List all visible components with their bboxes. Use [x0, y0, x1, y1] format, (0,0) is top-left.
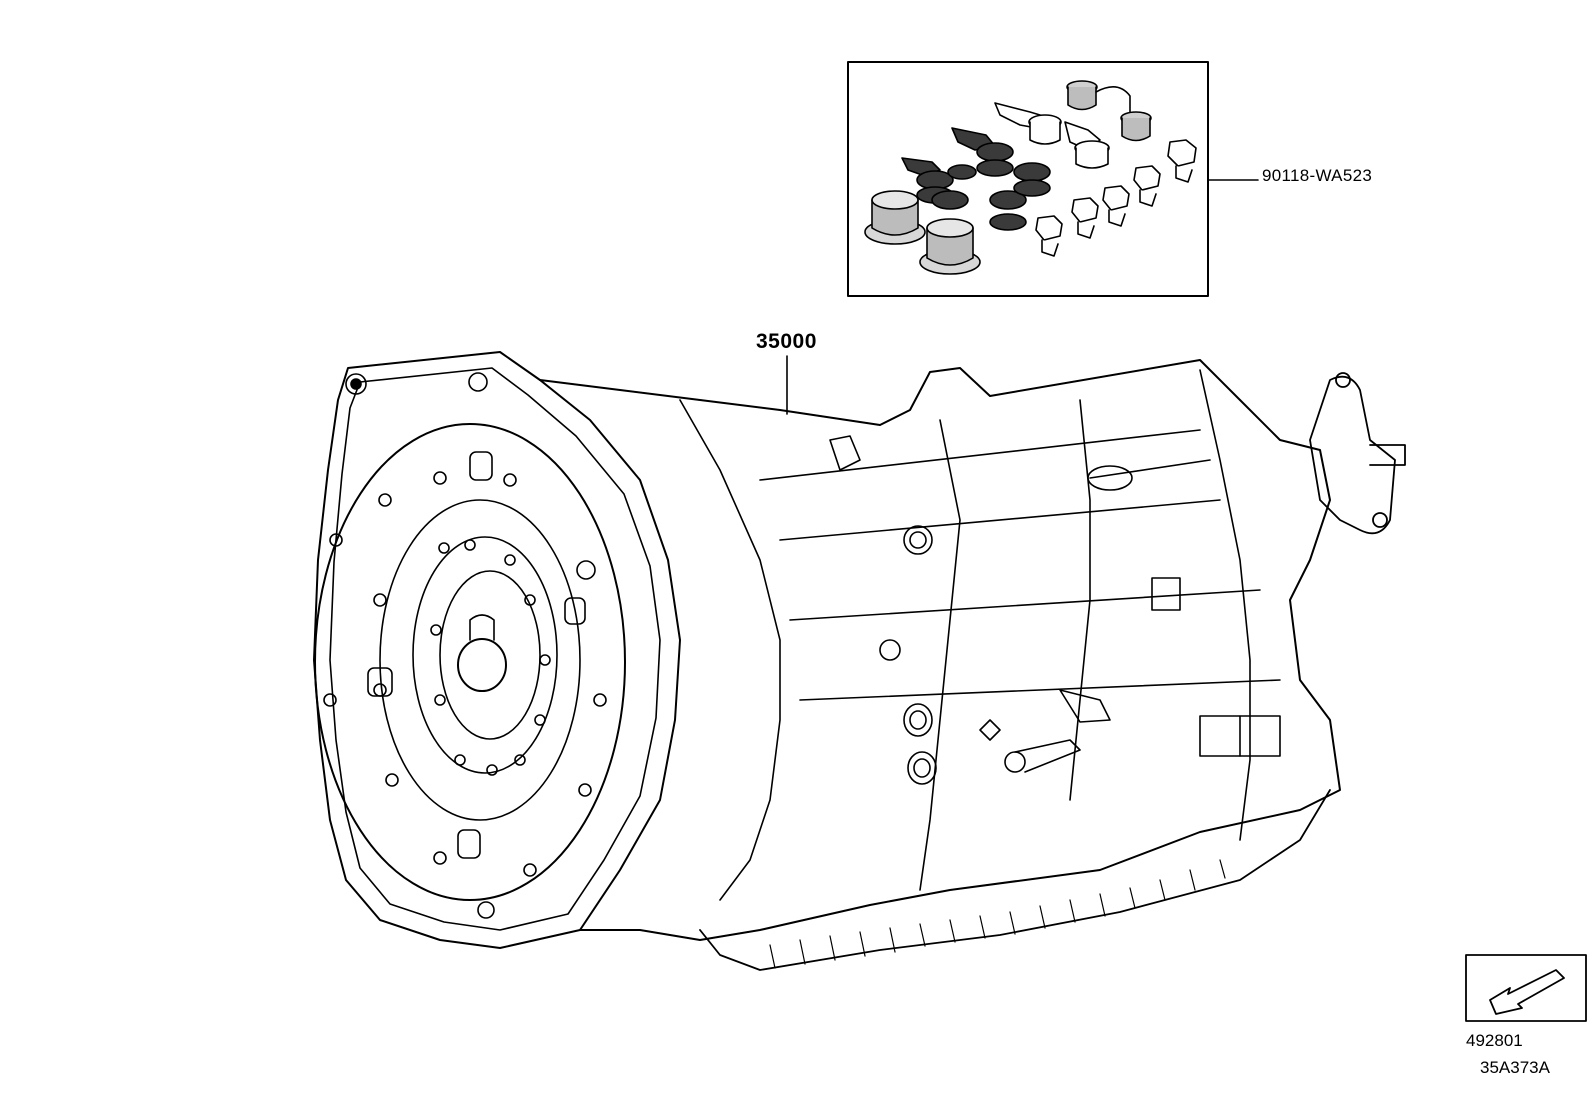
case-ridge-4 [1199, 369, 1251, 841]
fittings [829, 435, 1281, 785]
bell-housing-flange [313, 351, 681, 949]
oil-pan [699, 789, 1331, 971]
part-number-35000: 35000 [756, 330, 817, 353]
torque-converter [314, 423, 626, 901]
main-case [539, 359, 1341, 941]
arrow-icon [1489, 969, 1565, 1015]
leader-lines [786, 179, 1259, 415]
plug-kit-parts [864, 80, 1197, 275]
illustration-id: 35A373A [1480, 1058, 1550, 1077]
case-ridge-2 [919, 419, 961, 891]
orientation-frame [1465, 954, 1587, 1022]
orientation-box [1465, 954, 1587, 1022]
case-ridge-1 [679, 399, 781, 901]
inset-frame [847, 61, 1209, 297]
output-flange [1309, 372, 1406, 535]
part-number-90118-wa523: 90118-WA523 [1262, 166, 1373, 185]
transmission-assembly [313, 351, 1406, 971]
case-ridge-3 [1069, 399, 1091, 801]
plug-kit-inset [847, 61, 1209, 297]
bell-housing-inner [329, 367, 661, 931]
figure-code: 492801 [1466, 1031, 1523, 1050]
